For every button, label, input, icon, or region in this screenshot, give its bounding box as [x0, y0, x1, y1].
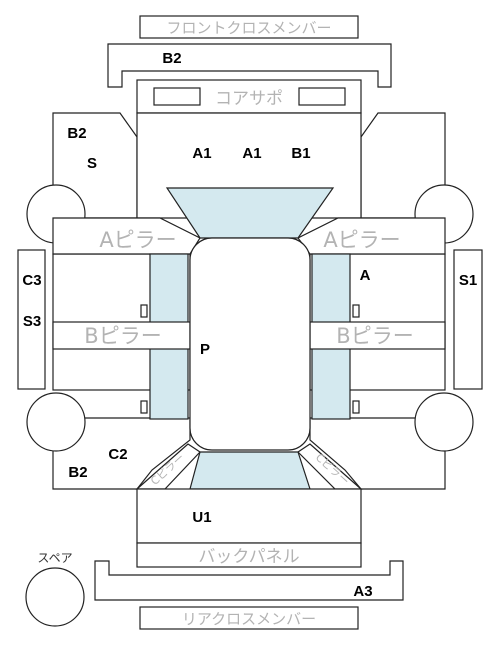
left-front-door-handle [140, 304, 148, 318]
a-pillar-left-label: Aピラー [99, 228, 176, 252]
rear-member[interactable]: A3 [94, 560, 404, 601]
b-pillar-right[interactable]: Bピラー [309, 321, 446, 350]
left-panel-grade-2: S3 [23, 313, 41, 330]
roof-grade: P [200, 341, 210, 358]
front-cross-member-label: フロントクロスメンバー [166, 19, 331, 37]
back-panel-label: バックパネル [198, 547, 299, 567]
right-front-door-handle [352, 304, 360, 318]
fender-left-grade-1: B2 [67, 125, 86, 142]
rear-cross-member-label: リアクロスメンバー [182, 610, 316, 628]
right-panel-grade: S1 [459, 272, 477, 289]
rear-window[interactable] [189, 451, 311, 490]
b-pillar-left-label: Bピラー [84, 324, 161, 348]
core-support-label: コアサポ [215, 89, 283, 109]
fender-left-grade-2: S [87, 155, 97, 172]
right-headlight [298, 87, 346, 106]
right-rear-door-handle [352, 400, 360, 414]
spare-tire[interactable]: スペア [25, 551, 85, 627]
a-pillar-right-label: Aピラー [323, 228, 400, 252]
roof[interactable]: P [189, 237, 311, 451]
rear-left-wheel[interactable] [26, 392, 86, 452]
hood-grade-3: B1 [291, 145, 310, 162]
spare-label: スペア [37, 551, 72, 565]
rear-left-grade-1: C2 [108, 446, 127, 463]
right-side-panel[interactable]: S1 [453, 249, 483, 390]
left-headlight [153, 87, 201, 106]
left-side-panel[interactable]: C3 S3 [17, 249, 46, 390]
right-door-grade: A [360, 267, 371, 284]
rear-cross-member[interactable]: リアクロスメンバー [139, 606, 359, 630]
hood-grade-1: A1 [192, 145, 211, 162]
trunk-grade: U1 [192, 509, 211, 526]
rear-right-wheel[interactable] [414, 392, 474, 452]
a-pillar-left[interactable]: Aピラー [52, 217, 201, 255]
core-support[interactable]: コアサポ [136, 79, 362, 114]
b-pillar-right-label: Bピラー [336, 324, 413, 348]
rear-left-grade-2: B2 [68, 464, 87, 481]
front-member-grade: B2 [162, 50, 181, 67]
left-panel-grade-1: C3 [22, 272, 41, 289]
left-rear-door-handle [140, 400, 148, 414]
back-panel[interactable]: バックパネル [136, 542, 362, 568]
b-pillar-left[interactable]: Bピラー [52, 321, 191, 350]
trunk[interactable]: U1 [136, 488, 362, 544]
windshield[interactable] [165, 187, 335, 239]
a-pillar-right[interactable]: Aピラー [297, 217, 446, 255]
hood-grade-2: A1 [242, 145, 261, 162]
front-cross-member[interactable]: フロントクロスメンバー [139, 15, 359, 39]
front-member[interactable]: B2 [107, 43, 392, 88]
rear-left-quarter[interactable]: C2 B2 [52, 417, 191, 490]
rear-member-grade: A3 [353, 583, 372, 600]
